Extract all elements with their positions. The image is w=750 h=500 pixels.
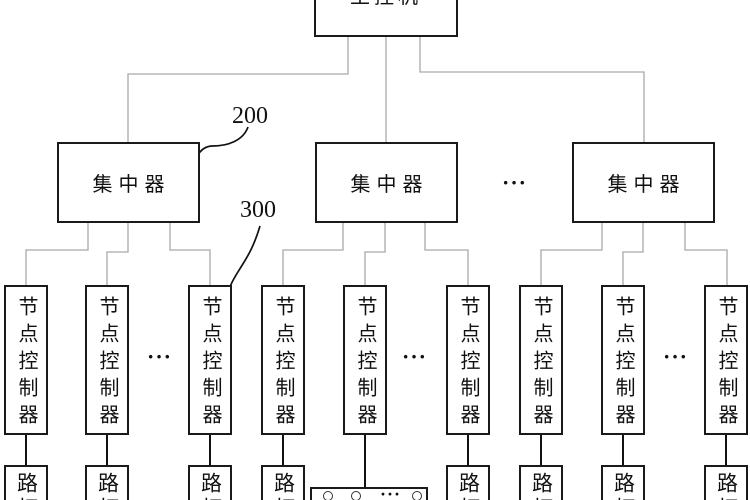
node-controller-label: 节点控制器 xyxy=(457,296,479,431)
street-lamp-label: 路灯 xyxy=(198,472,223,500)
node-controller-box-3: 节点控制器 xyxy=(188,285,232,435)
concentrator-label: 集中器 xyxy=(92,174,171,196)
node-controller-box-6: 节点控制器 xyxy=(446,285,490,435)
street-lamp-label: 路灯 xyxy=(14,472,39,500)
node-ellipsis-3: ··· xyxy=(663,344,689,369)
node-controller-box-9: 节点控制器 xyxy=(704,285,748,435)
node-controller-label: 节点控制器 xyxy=(96,296,118,431)
lamp-circle-icon xyxy=(412,491,422,500)
node-controller-label: 节点控制器 xyxy=(354,296,376,431)
street-lamp-label: 路灯 xyxy=(95,472,120,500)
node-controller-label: 节点控制器 xyxy=(199,296,221,431)
street-lamp-box-8: 路灯 xyxy=(704,465,748,500)
node-controller-label: 节点控制器 xyxy=(715,296,737,431)
street-lamp-label: 路灯 xyxy=(271,472,296,500)
street-lamp-label: 路灯 xyxy=(611,472,636,500)
concentrator-ellipsis: ··· xyxy=(502,170,528,195)
concentrator-label: 集中器 xyxy=(350,174,429,196)
lamp-circle-icon xyxy=(351,491,361,500)
street-lamp-box-3: 路灯 xyxy=(188,465,232,500)
main-control-box: 主控机 xyxy=(314,0,458,37)
node-controller-label: 节点控制器 xyxy=(272,296,294,431)
callout-200-curve xyxy=(196,126,249,157)
street-lamp-label: 路灯 xyxy=(714,472,739,500)
street-lamp-box-2: 路灯 xyxy=(85,465,129,500)
node-controller-box-8: 节点控制器 xyxy=(601,285,645,435)
node-controller-box-1: 节点控制器 xyxy=(4,285,48,435)
street-lamp-box-5: 路灯 xyxy=(446,465,490,500)
lamp-group-box xyxy=(310,487,428,500)
street-lamp-label: 路灯 xyxy=(456,472,481,500)
street-lamp-box-6: 路灯 xyxy=(519,465,563,500)
concentrator-box-3: 集中器 xyxy=(572,142,715,223)
lamp-circle-icon xyxy=(323,491,333,500)
node-controller-box-4: 节点控制器 xyxy=(261,285,305,435)
node-controller-label: 节点控制器 xyxy=(612,296,634,431)
concentrator-box-1: 集中器 xyxy=(57,142,200,223)
node-ellipsis-1: ··· xyxy=(147,344,173,369)
lamp-group-ellipsis: ··· xyxy=(380,484,402,500)
ref-label-300: 300 xyxy=(240,197,276,223)
main-control-label: 主控机 xyxy=(350,0,422,9)
callout-300-curve xyxy=(229,225,261,288)
concentrator-to-node-connectors xyxy=(25,223,728,285)
concentrator-label: 集中器 xyxy=(607,174,686,196)
node-controller-box-5: 节点控制器 xyxy=(343,285,387,435)
node-ellipsis-2: ··· xyxy=(402,344,428,369)
node-controller-box-2: 节点控制器 xyxy=(85,285,129,435)
concentrator-box-2: 集中器 xyxy=(315,142,458,223)
node-controller-label: 节点控制器 xyxy=(15,296,37,431)
ref-label-200: 200 xyxy=(232,103,268,129)
node-controller-label: 节点控制器 xyxy=(530,296,552,431)
street-lamp-label: 路灯 xyxy=(529,472,554,500)
street-lamp-box-4: 路灯 xyxy=(261,465,305,500)
street-lamp-box-1: 路灯 xyxy=(4,465,48,500)
street-lamp-box-7: 路灯 xyxy=(601,465,645,500)
main-to-concentrator-connectors xyxy=(127,37,645,142)
node-controller-box-7: 节点控制器 xyxy=(519,285,563,435)
